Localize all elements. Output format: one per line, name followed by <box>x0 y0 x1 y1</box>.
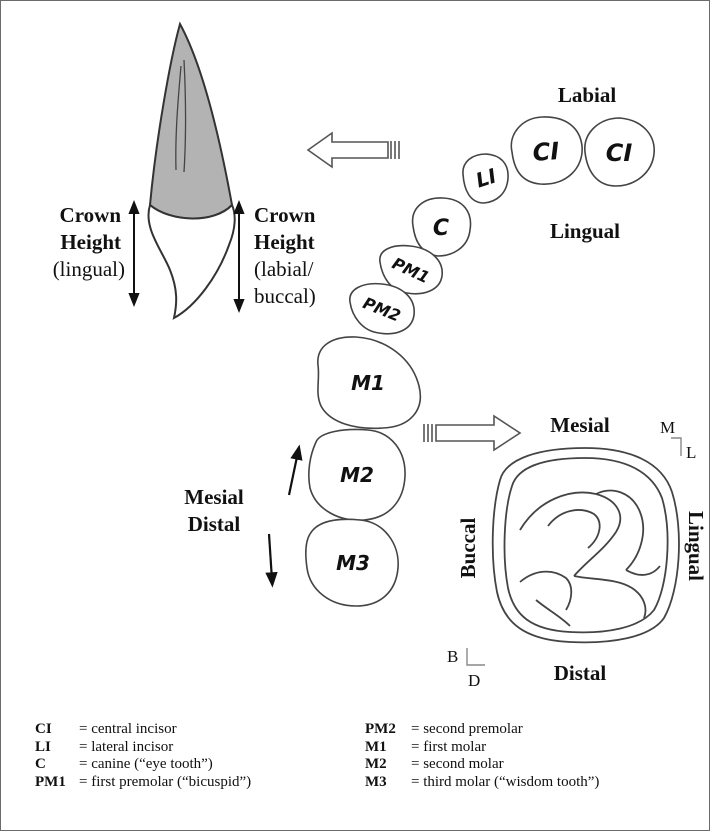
tooth-side-view <box>148 24 234 318</box>
tooth-label-m3: M3 <box>336 551 370 575</box>
legend-item: M3= third molar (“wisdom tooth”) <box>365 774 599 792</box>
label-labial: Labial <box>558 83 617 107</box>
dental-diagram: Crown Height (lingual) Crown Height (lab… <box>0 0 710 720</box>
molar-label-lingual: Lingual <box>684 511 708 581</box>
crown-height-label-lingual: Crown Height (lingual) <box>53 203 125 281</box>
legend-item: M2= second molar <box>365 756 599 774</box>
tooth-label-ci-2: CI <box>606 139 633 167</box>
legend-item: M1= first molar <box>365 739 599 757</box>
legend-text: = second molar <box>411 756 504 772</box>
molar-label-mesial: Mesial <box>550 413 610 437</box>
molar-view-arrow <box>424 416 520 450</box>
side-view-arrow <box>308 133 399 167</box>
molar-label-buccal: Buccal <box>456 518 480 579</box>
crown-height-label-labial: Crown Height (labial/ buccal) <box>254 203 319 308</box>
legend-text: = second premolar <box>411 721 523 737</box>
legend-abbr: M1 <box>365 739 411 757</box>
label-mesial: Mesial <box>184 485 244 509</box>
legend-text: = canine (“eye tooth”) <box>79 756 213 772</box>
tooth-label-c: C <box>433 216 449 241</box>
legend-text: = first premolar (“bicuspid”) <box>79 774 251 790</box>
tooth-label-m1: M1 <box>351 371 385 395</box>
legend-item: C= canine (“eye tooth”) <box>35 756 251 774</box>
tooth-label-ci-1: CI <box>532 137 561 167</box>
legend-abbr: M3 <box>365 774 411 792</box>
legend-item: CI= central incisor <box>35 721 251 739</box>
arrow-mesial <box>289 452 298 495</box>
legend-abbr: CI <box>35 721 79 739</box>
svg-text:B: B <box>447 647 458 666</box>
tooth-label-m2: M2 <box>340 463 374 487</box>
orientation-key-ml: M L <box>660 418 696 462</box>
legend-text: = third molar (“wisdom tooth”) <box>411 774 599 790</box>
svg-text:M: M <box>660 418 675 437</box>
legend-item: LI= lateral incisor <box>35 739 251 757</box>
legend-right: PM2= second premolar M1= first molar M2=… <box>365 721 599 791</box>
legend-item: PM1= first premolar (“bicuspid”) <box>35 774 251 792</box>
tooth-root <box>148 205 234 318</box>
molar-occlusal-view <box>493 448 679 642</box>
legend-abbr: PM2 <box>365 721 411 739</box>
svg-text:L: L <box>686 443 696 462</box>
label-distal: Distal <box>188 512 241 536</box>
legend-text: = first molar <box>411 739 486 755</box>
orientation-key-bd: B D <box>447 647 485 690</box>
legend-abbr: PM1 <box>35 774 79 792</box>
legend-text: = lateral incisor <box>79 739 173 755</box>
tooth-crown-shaded <box>150 24 232 219</box>
molar-inner-outline <box>505 458 668 632</box>
legend-item: PM2= second premolar <box>365 721 599 739</box>
legend-abbr: C <box>35 756 79 774</box>
legend-abbr: M2 <box>365 756 411 774</box>
arrow-distal <box>269 534 272 580</box>
legend-text: = central incisor <box>79 721 177 737</box>
label-lingual: Lingual <box>550 219 620 243</box>
legend-abbr: LI <box>35 739 79 757</box>
svg-text:D: D <box>468 671 480 690</box>
molar-label-distal: Distal <box>554 661 607 685</box>
legend-left: CI= central incisor LI= lateral incisor … <box>35 721 251 791</box>
